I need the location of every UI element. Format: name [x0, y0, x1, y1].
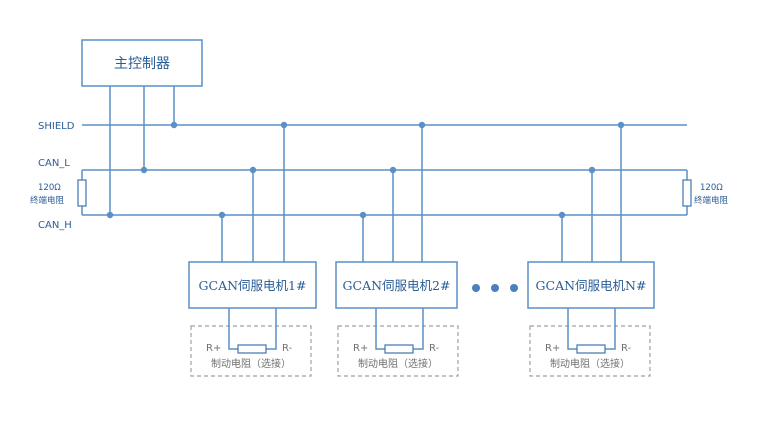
brake-resistor	[237, 344, 267, 354]
brake-r-minus: R-	[282, 343, 293, 354]
brake-label: 制动电阻（选接）	[211, 357, 291, 370]
brake-r-minus: R-	[429, 343, 440, 354]
terminator-right-label: 终端电阻	[694, 195, 729, 206]
junction-dot	[140, 166, 148, 174]
junction-dot	[418, 121, 426, 129]
servo-2: GCAN伺服电机2# R+ R- 制动电阻（选接）	[335, 121, 459, 377]
junction-dot	[359, 211, 367, 219]
terminator-left: 120Ω 终端电阻	[30, 170, 87, 215]
servo-n-box	[527, 261, 655, 309]
junction-dot	[218, 211, 226, 219]
brake-r-plus: R+	[545, 343, 560, 354]
terminator-left-resistor	[77, 179, 87, 207]
junction-dot	[617, 121, 625, 129]
ellipsis-dots	[472, 284, 518, 292]
servo-n-label: GCAN伺服电机N#	[536, 278, 647, 293]
main-controller: 主控制器	[81, 39, 203, 219]
terminator-left-value: 120Ω	[38, 183, 61, 193]
brake-wire-minus	[605, 308, 616, 350]
servo-1-brake-box	[190, 325, 312, 377]
terminator-left-label: 终端电阻	[30, 195, 65, 206]
ellipsis-dot	[510, 284, 518, 292]
brake-wire-minus	[266, 308, 277, 350]
main-controller-label: 主控制器	[114, 56, 170, 72]
brake-wire-plus	[567, 308, 577, 350]
brake-resistor	[576, 344, 606, 354]
brake-resistor	[384, 344, 414, 354]
servo-2-box	[335, 261, 458, 309]
junction-dot	[170, 121, 178, 129]
servo-2-label: GCAN伺服电机2#	[343, 278, 451, 293]
servo-1-label: GCAN伺服电机1#	[199, 278, 307, 293]
brake-r-plus: R+	[353, 343, 368, 354]
junction-dot	[280, 121, 288, 129]
junction-dot	[106, 211, 114, 219]
junction-dot	[389, 166, 397, 174]
servo-1: GCAN伺服电机1# R+ R- 制动电阻（选接）	[188, 121, 317, 377]
brake-label: 制动电阻（选接）	[358, 357, 438, 370]
can-h-label: CAN_H	[38, 220, 72, 231]
can-l-label: CAN_L	[38, 158, 70, 169]
brake-wire-plus	[375, 308, 385, 350]
junction-dot	[588, 166, 596, 174]
terminator-right: 120Ω 终端电阻	[682, 170, 729, 215]
brake-wire-plus	[228, 308, 238, 350]
brake-label: 制动电阻（选接）	[550, 357, 630, 370]
ellipsis-dot	[472, 284, 480, 292]
servo-n-brake-box	[529, 325, 651, 377]
junction-dot	[249, 166, 257, 174]
brake-r-minus: R-	[621, 343, 632, 354]
terminator-right-value: 120Ω	[700, 183, 723, 193]
brake-wire-minus	[413, 308, 424, 350]
brake-r-plus: R+	[206, 343, 221, 354]
servo-n: GCAN伺服电机N# R+ R- 制动电阻（选接）	[527, 121, 655, 377]
junction-dot	[558, 211, 566, 219]
shield-label: SHIELD	[38, 121, 75, 132]
main-controller-box	[81, 39, 203, 87]
ellipsis-dot	[491, 284, 499, 292]
terminator-right-resistor	[682, 179, 692, 207]
servo-2-brake-box	[337, 325, 459, 377]
servo-1-box	[188, 261, 317, 309]
